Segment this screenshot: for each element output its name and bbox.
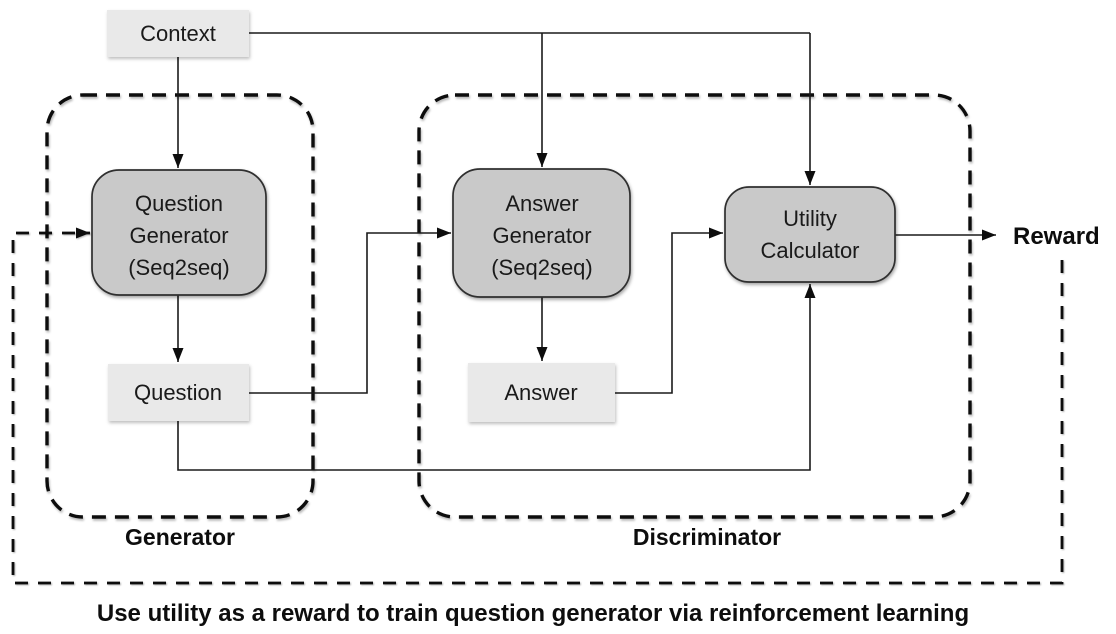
answer-node [468,363,615,422]
question-generator-label-line3: (Seq2seq) [128,255,230,280]
answer-generator-node [452,168,631,298]
utility-calculator-label-line2: Calculator [760,238,859,263]
generator-group-box [45,93,315,519]
context-label: Context [140,21,216,46]
answer-generator-label-line1: Answer [505,191,578,216]
answer-label: Answer [504,380,577,405]
context-node [107,10,249,57]
reward-label: Reward [1013,223,1100,250]
reward-feedback-edge [11,227,1064,585]
question-generator-node [91,169,267,296]
answer-generator-label-line3: (Seq2seq) [491,255,593,280]
question-generator-label-line2: Generator [129,223,228,248]
edge-answer-to-utility-calculator [615,227,723,394]
diagram-caption: Use utility as a reward to train questio… [97,600,969,627]
edge-question-to-answer-generator [249,227,451,394]
utility-calculator-label-line1: Utility [783,206,837,231]
utility-calculator-node [724,186,896,283]
discriminator-group-box [417,93,972,519]
question-label: Question [134,380,222,405]
edge-question-to-utility-calculator [177,284,816,471]
generator-group-label: Generator [125,524,235,550]
question-generator-label-line1: Question [135,191,223,216]
question-node [108,364,249,421]
discriminator-group-label: Discriminator [633,524,781,550]
answer-generator-label-line2: Generator [492,223,591,248]
